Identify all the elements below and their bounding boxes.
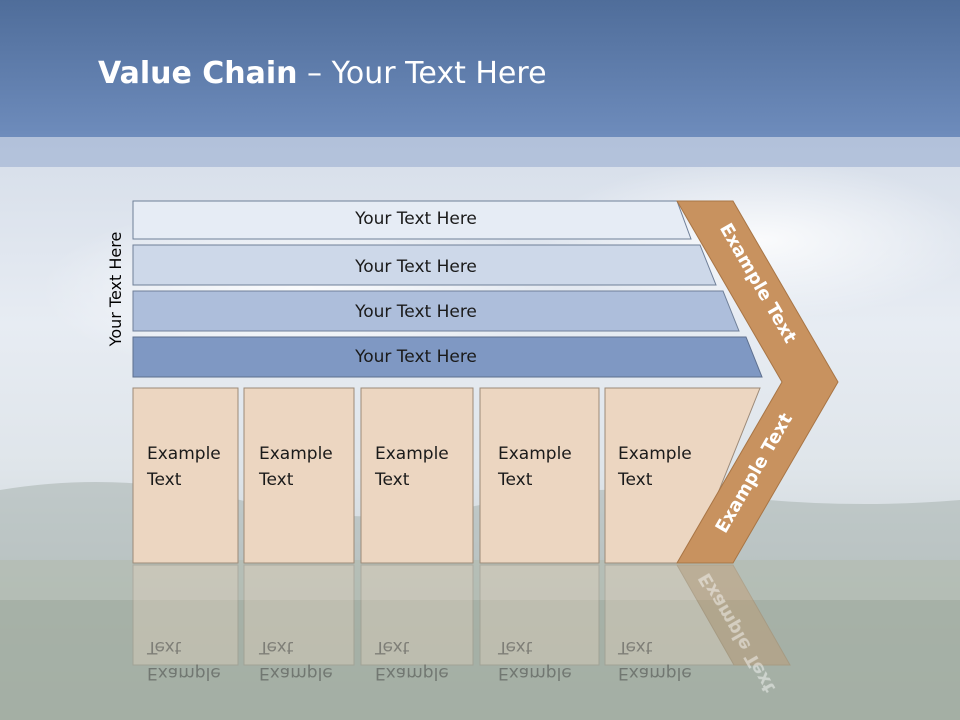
box-2-reflection-line2: Text (258, 637, 294, 657)
row-1-shape (132, 200, 692, 240)
box-3-line2: Text (374, 470, 410, 490)
box-4-reflection-line2: Text (497, 637, 533, 657)
box-3-reflection-line2: Text (374, 637, 410, 657)
title-bold: Value Chain (98, 56, 298, 91)
box-2-reflection-line1: Example (259, 663, 333, 683)
slide-title: Value Chain – Your Text Here (98, 56, 547, 91)
row-2-label: Your Text Here (354, 257, 477, 277)
box-5-line2: Text (617, 470, 653, 490)
box-3 (360, 387, 474, 564)
title-rest: – Your Text Here (297, 56, 547, 91)
row-4-shape (132, 336, 763, 378)
box-1 (132, 387, 239, 564)
box-2-line2: Text (258, 470, 294, 490)
row-3-label: Your Text Here (354, 302, 477, 322)
row-3-shape (132, 290, 740, 332)
box-4 (479, 387, 600, 564)
row-1-label: Your Text Here (354, 209, 477, 229)
box-4-line2: Text (497, 470, 533, 490)
box-1-line1: Example (147, 444, 221, 464)
box-3-line1: Example (375, 444, 449, 464)
box-2-line1: Example (259, 444, 333, 464)
box-5-reflection-line2: Text (617, 637, 653, 657)
box-4-reflection-line1: Example (498, 663, 572, 683)
reflection (132, 564, 791, 666)
box-4-line1: Example (498, 444, 572, 464)
row-2-shape (132, 244, 717, 286)
box-1-reflection-line1: Example (147, 663, 221, 683)
box-1-line2: Text (146, 470, 182, 490)
box-2 (243, 387, 355, 564)
title-strip (0, 137, 960, 167)
box-1-reflection-line2: Text (146, 637, 182, 657)
box-5-reflection-line1: Example (618, 663, 692, 683)
title-bar (0, 0, 960, 137)
chevron-arrow (676, 200, 839, 564)
box-5-line1: Example (618, 444, 692, 464)
box-3-reflection-line1: Example (375, 663, 449, 683)
row-4-label: Your Text Here (354, 347, 477, 367)
side-label: Your Text Here (106, 232, 125, 348)
